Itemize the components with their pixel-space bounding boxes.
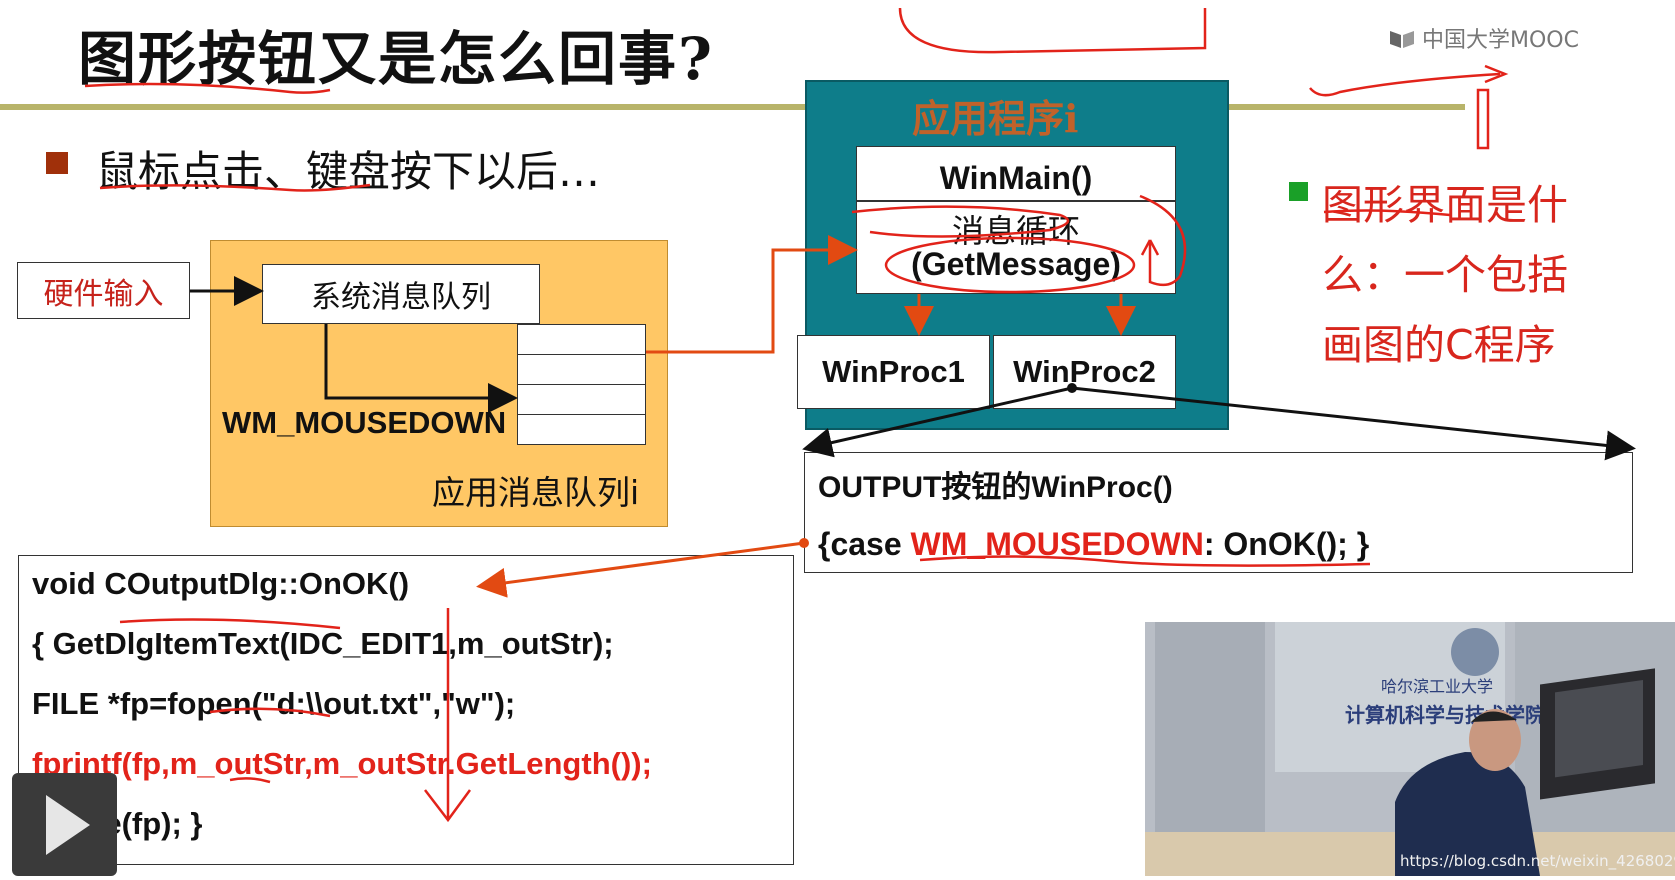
- video-sign-line1: 哈尔滨工业大学: [1381, 677, 1493, 696]
- winmain-divider: [856, 200, 1176, 202]
- video-scene: 哈尔滨工业大学 计算机科学与技术学院: [1145, 622, 1675, 876]
- winproc1-box: WinProc1: [797, 335, 990, 409]
- output-winproc-box: [804, 452, 1633, 573]
- output-winproc-title: OUTPUT按钮的WinProc(): [818, 471, 1173, 504]
- title-divider: [0, 104, 805, 110]
- application-title: 应用程序i: [912, 96, 1079, 141]
- handwritten-annotations: [84, 7, 1509, 823]
- app-queue-label: 应用消息队列i: [432, 473, 640, 512]
- queue-slot: [517, 354, 646, 385]
- code-line: fprintf(fp,m_outStr,m_outStr.GetLength()…: [32, 746, 652, 781]
- right-note-text: 图形界面是什么：一个包括画图的C程序: [1322, 181, 1568, 369]
- watermark-url: https://blog.csdn.net/weixin_42680292: [1400, 852, 1675, 870]
- code-line: void COutputDlg::OnOK(): [32, 566, 410, 601]
- output-case-line: {case WM_MOUSEDOWN: OnOK(); }: [818, 526, 1370, 562]
- note-bullet: [1289, 182, 1308, 201]
- play-icon: [46, 795, 90, 855]
- bullet-marker: [46, 152, 68, 174]
- queue-slot: [517, 414, 646, 445]
- winmain-label: WinMain(): [939, 160, 1093, 196]
- code-box: [18, 555, 794, 865]
- queue-slot: [517, 384, 646, 415]
- mousedown-label: WM_MOUSEDOWN: [222, 405, 507, 440]
- code-line: { GetDlgItemText(IDC_EDIT1,m_outStr);: [32, 626, 614, 661]
- hardware-input-box: 硬件输入: [17, 262, 190, 319]
- play-button[interactable]: [12, 773, 117, 876]
- system-queue-box: 系统消息队列: [262, 264, 540, 324]
- code-line: FILE *fp=fopen("d:\\out.txt","w");: [32, 686, 516, 721]
- lecturer-video: 哈尔滨工业大学 计算机科学与技术学院: [1145, 622, 1675, 876]
- logo-text: 中国大学MOOC: [1422, 28, 1579, 53]
- mousedown-case: WM_MOUSEDOWN: [910, 526, 1204, 562]
- title-divider-right: [1225, 104, 1465, 110]
- getmessage-label: (GetMessage): [911, 246, 1121, 282]
- mooc-logo: 中国大学MOOC: [1388, 22, 1579, 54]
- winmain-box: [856, 146, 1176, 294]
- message-loop-label: 消息循环: [951, 212, 1080, 250]
- slide-title: 图形按钮又是怎么回事?: [78, 25, 714, 93]
- book-icon: [1390, 31, 1414, 48]
